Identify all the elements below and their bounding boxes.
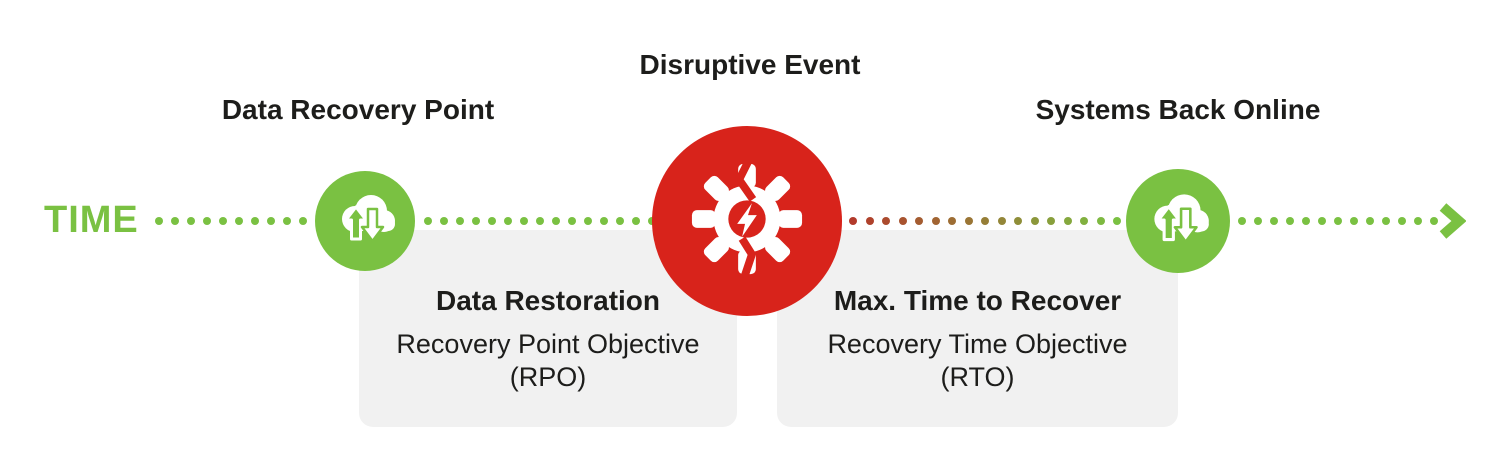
- timeline-dot: [488, 217, 496, 225]
- timeline-dot: [1430, 217, 1438, 225]
- timeline-dot: [849, 217, 857, 225]
- timeline-dot: [568, 217, 576, 225]
- timeline-dot: [1398, 217, 1406, 225]
- timeline-dot: [520, 217, 528, 225]
- timeline-dot: [1350, 217, 1358, 225]
- broken-gear-lightning-icon: [688, 157, 806, 283]
- timeline-dot: [155, 217, 163, 225]
- disruptive-event-marker: [652, 126, 842, 316]
- data-recovery-point-label: Data Recovery Point: [221, 94, 495, 125]
- timeline-dot: [1334, 217, 1342, 225]
- timeline-dot: [1113, 217, 1121, 225]
- timeline-dot: [1286, 217, 1294, 225]
- timeline-dot: [283, 217, 291, 225]
- rto-box-subtitle-line1: Recovery Time Objective: [827, 329, 1128, 359]
- timeline-dot: [219, 217, 227, 225]
- timeline-dot: [931, 217, 940, 225]
- timeline-dot: [440, 217, 448, 225]
- rto-box: Max. Time to Recover Recovery Time Objec…: [777, 230, 1178, 427]
- timeline-dot: [1238, 217, 1246, 225]
- disruptive-event-label: Disruptive Event: [639, 49, 861, 80]
- timeline-dot: [1254, 217, 1262, 225]
- timeline-dot: [1382, 217, 1390, 225]
- systems-back-online-label: Systems Back Online: [1035, 94, 1321, 125]
- timeline-dot: [584, 217, 592, 225]
- chevron-right-icon: [1438, 203, 1467, 244]
- timeline-dot: [1366, 217, 1374, 225]
- timeline-dot: [1096, 217, 1105, 225]
- timeline-dot: [898, 217, 907, 225]
- timeline-dot: [997, 217, 1006, 225]
- timeline-dot: [865, 217, 874, 225]
- timeline-dot: [472, 217, 480, 225]
- timeline-dot: [981, 217, 989, 225]
- timeline-dot: [1014, 217, 1022, 225]
- timeline-dot: [424, 217, 432, 225]
- timeline-dot: [536, 217, 544, 225]
- timeline-dot: [632, 217, 640, 225]
- timeline-segment-after-back-online: [1238, 217, 1438, 225]
- rto-box-title: Max. Time to Recover: [833, 285, 1122, 316]
- timeline-dot: [504, 217, 512, 225]
- timeline-dot: [456, 217, 464, 225]
- timeline-dot: [267, 217, 275, 225]
- systems-back-online-marker: [1126, 169, 1230, 273]
- rto-box-subtitle-line2: (RTO): [940, 362, 1015, 392]
- timeline-dot: [1063, 217, 1072, 225]
- cloud-sync-icon: [329, 183, 401, 260]
- timeline-dot: [616, 217, 624, 225]
- timeline-dot: [203, 217, 211, 225]
- timeline-segment-rpo-window: [424, 217, 656, 225]
- timeline-dot: [600, 217, 608, 225]
- rpo-box-subtitle-line1: Recovery Point Objective: [396, 329, 700, 359]
- timeline-dot: [1302, 217, 1310, 225]
- timeline-dot: [964, 217, 973, 225]
- timeline-dot: [882, 217, 890, 225]
- timeline-dot: [1080, 217, 1088, 225]
- rpo-box-subtitle-line2: (RPO): [509, 362, 587, 392]
- timeline-dot: [1030, 217, 1039, 225]
- timeline-dot: [1270, 217, 1278, 225]
- timeline-segment-before-recovery-point: [155, 217, 307, 225]
- timeline-dot: [1318, 217, 1326, 225]
- timeline-dot: [171, 217, 179, 225]
- timeline-segment-rto-window: [849, 217, 1121, 225]
- time-axis-label: TIME: [44, 199, 139, 241]
- rpo-box-title: Data Restoration: [435, 285, 661, 316]
- cloud-sync-icon: [1141, 182, 1215, 261]
- timeline-dot: [251, 217, 259, 225]
- timeline-dot: [235, 217, 243, 225]
- timeline-dot: [1414, 217, 1422, 225]
- data-recovery-point-marker: [315, 171, 415, 271]
- timeline-dot: [552, 217, 560, 225]
- timeline-dot: [1047, 217, 1055, 225]
- timeline-dot: [187, 217, 195, 225]
- timeline-dot: [948, 217, 956, 225]
- timeline-dot: [299, 217, 307, 225]
- timeline-dot: [915, 217, 923, 225]
